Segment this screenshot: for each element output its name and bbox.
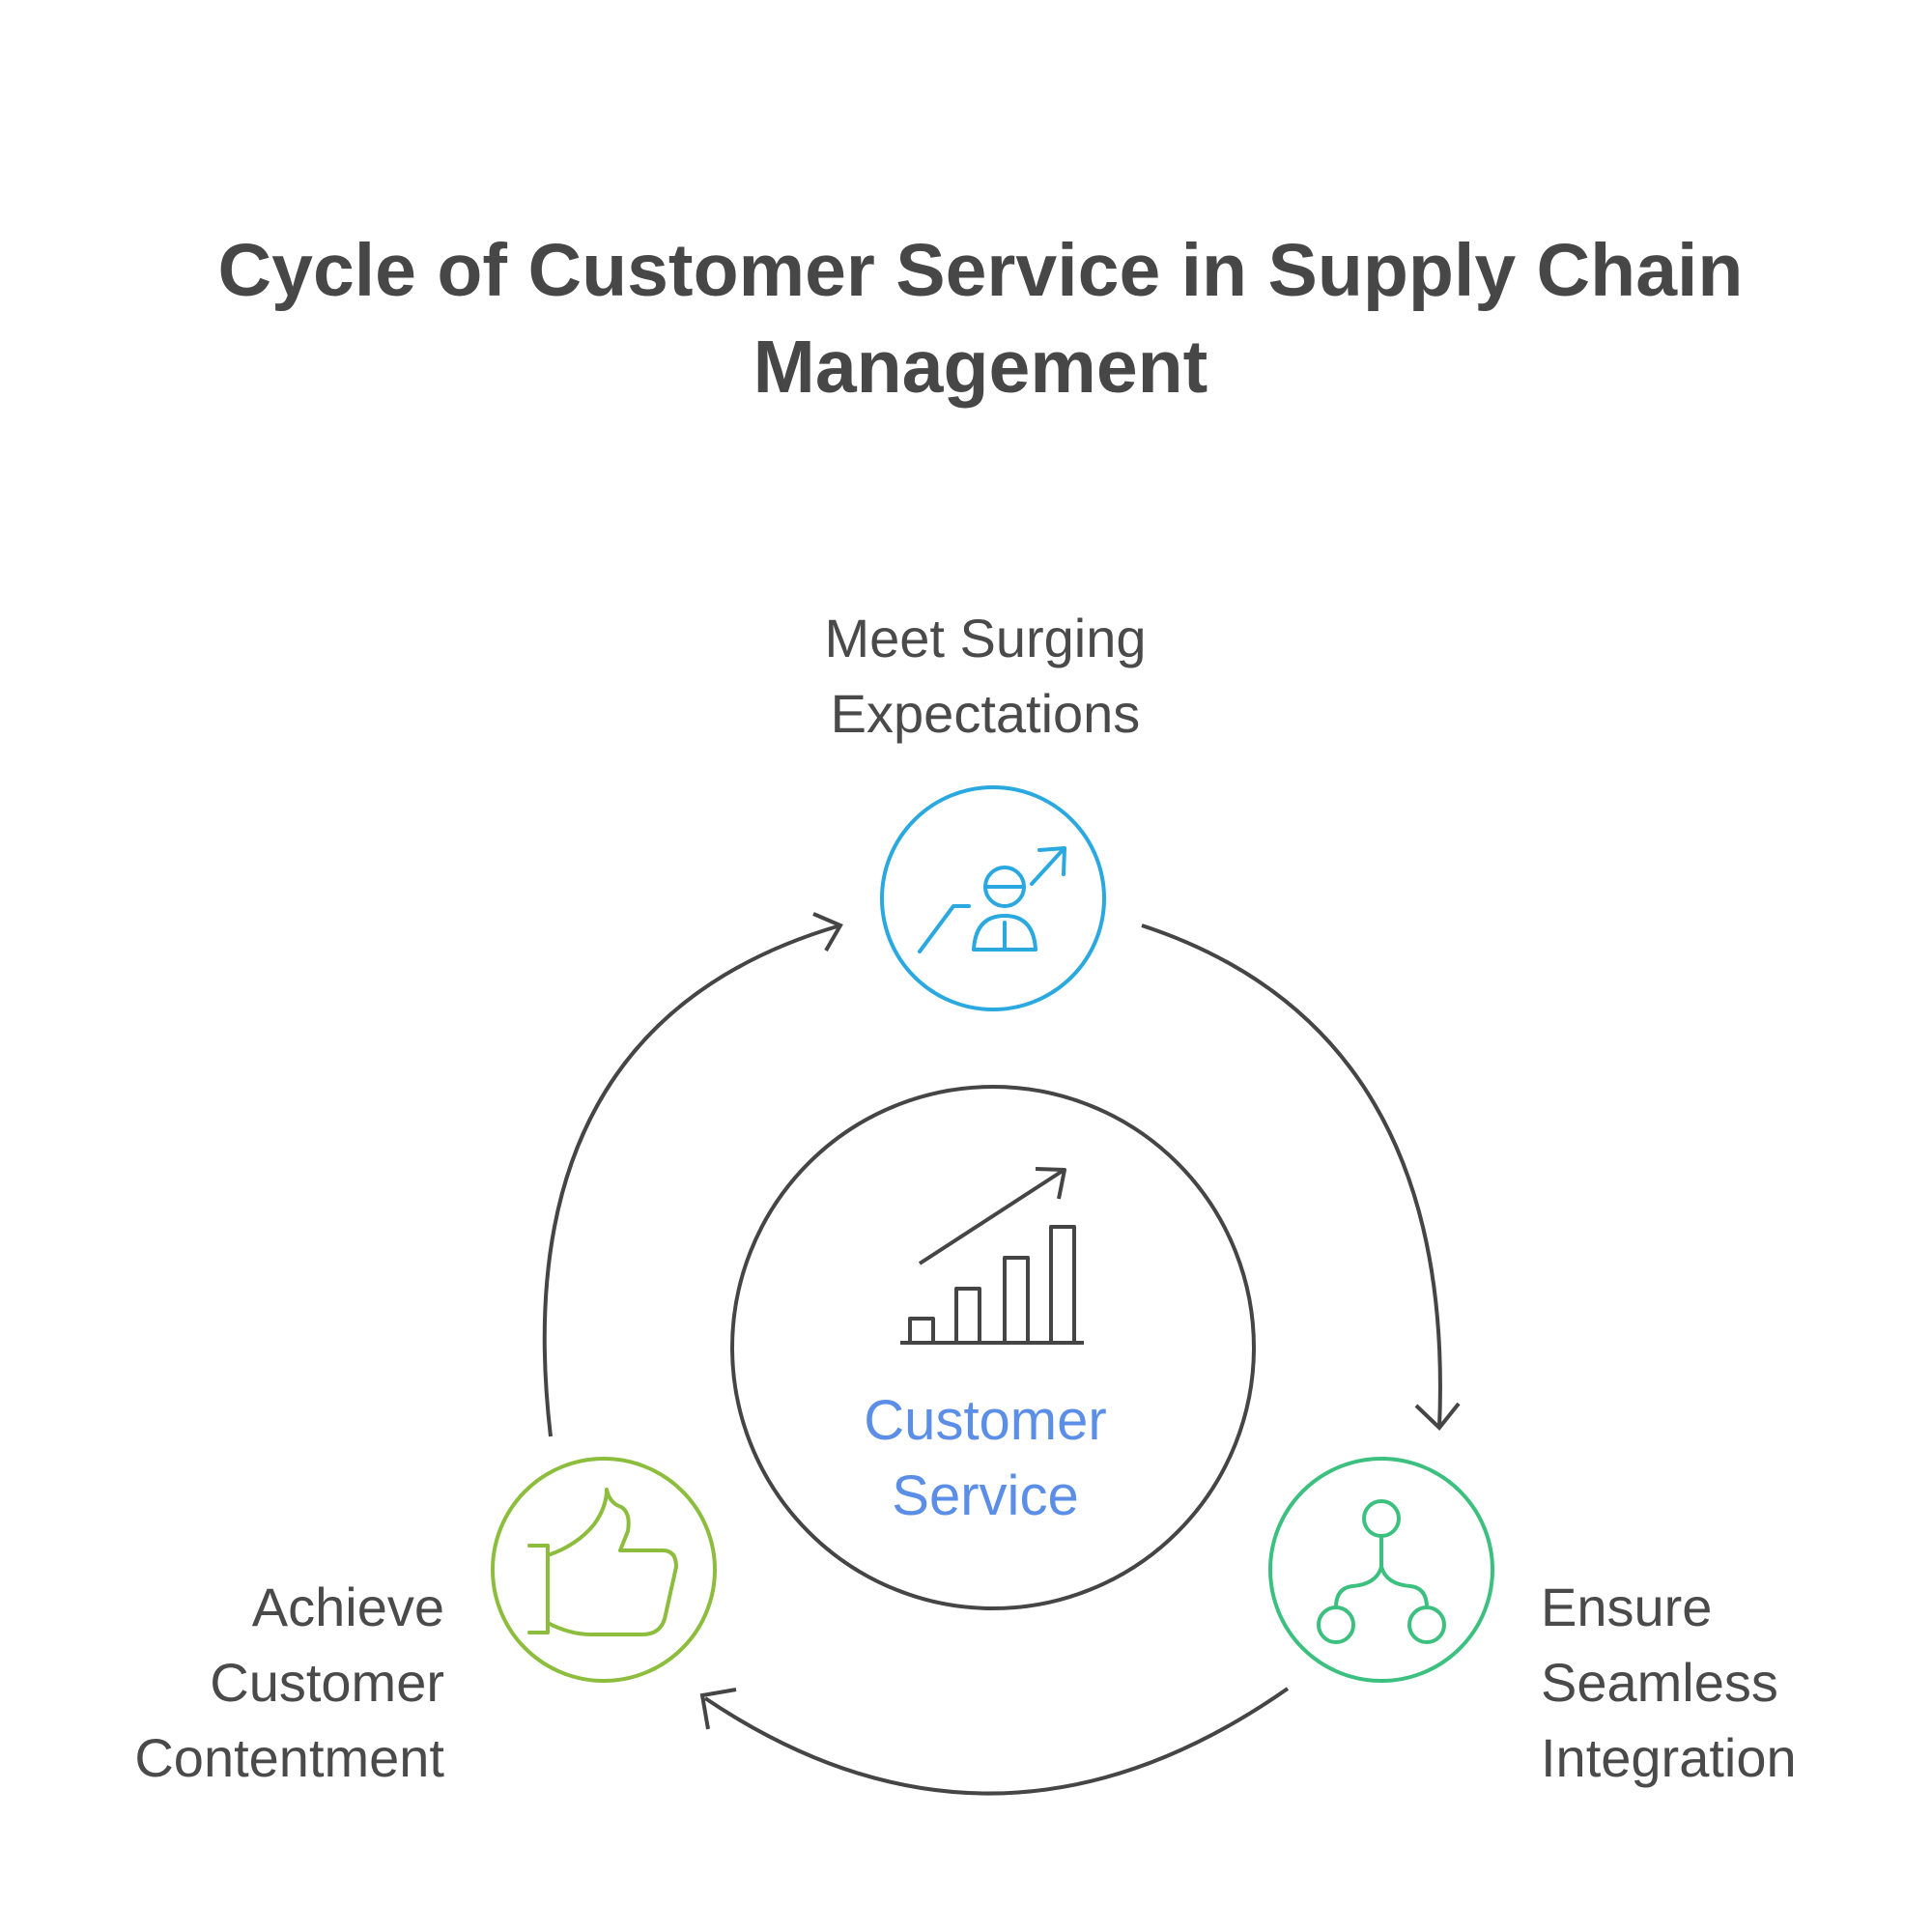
center-label: Customer Service bbox=[840, 1383, 1130, 1534]
arrowhead-right-to-left bbox=[699, 1688, 737, 1730]
step-label-left: Achieve Customer Contentment bbox=[58, 1570, 444, 1796]
step-left-line-2: Customer bbox=[210, 1652, 444, 1713]
step-right-line-1: Ensure bbox=[1541, 1577, 1713, 1637]
arrow-left-to-top bbox=[542, 923, 841, 1437]
center-line-2: Service bbox=[892, 1464, 1079, 1527]
step-circle-top bbox=[880, 785, 1106, 1011]
step-circle-left bbox=[491, 1457, 717, 1683]
center-circle bbox=[730, 1085, 1256, 1610]
arrow-top-to-right bbox=[1141, 923, 1442, 1429]
arrowhead-left-to-top bbox=[812, 912, 843, 952]
thumbs-up-icon bbox=[527, 1488, 678, 1636]
step-label-right: Ensure Seamless Integration bbox=[1541, 1570, 1927, 1796]
step-right-line-2: Seamless bbox=[1541, 1652, 1778, 1713]
network-nodes-icon bbox=[1317, 1499, 1446, 1644]
diagram-title: Cycle of Customer Service in Supply Chai… bbox=[0, 222, 1932, 415]
arrowhead-top-to-right bbox=[1414, 1402, 1461, 1431]
step-top-line-1: Meet Surging bbox=[824, 608, 1147, 668]
arrow-right-to-left bbox=[703, 1687, 1290, 1796]
title-line-2: Management bbox=[753, 326, 1208, 409]
step-right-line-3: Integration bbox=[1541, 1727, 1797, 1788]
step-top-line-2: Expectations bbox=[830, 683, 1141, 744]
step-left-line-3: Contentment bbox=[134, 1727, 444, 1788]
title-line-1: Cycle of Customer Service in Supply Chai… bbox=[217, 229, 1744, 312]
person-growth-icon bbox=[918, 846, 1066, 953]
bar-chart-growth-icon bbox=[900, 1167, 1084, 1345]
step-left-line-1: Achieve bbox=[251, 1577, 444, 1637]
center-line-1: Customer bbox=[864, 1389, 1107, 1452]
step-label-top: Meet Surging Expectations bbox=[744, 601, 1227, 752]
